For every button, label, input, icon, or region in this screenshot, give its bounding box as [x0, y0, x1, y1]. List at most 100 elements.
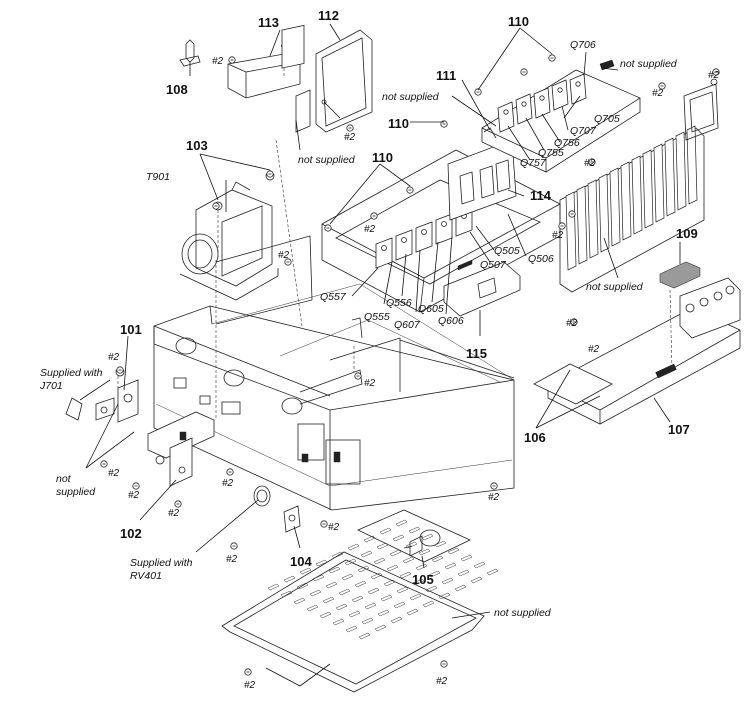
vent-slot — [434, 540, 447, 548]
label-113: 113 — [258, 15, 279, 30]
note-supplied-with-rv401-1: Supplied with — [130, 557, 193, 569]
screw-label: #2 — [436, 676, 448, 687]
label-111: 111 — [436, 68, 456, 83]
vent-slot — [345, 625, 358, 633]
heat-sink-fin — [675, 131, 687, 211]
heat-sink-fin — [620, 161, 632, 241]
vent-slot — [395, 519, 408, 527]
vent-slot — [341, 573, 354, 581]
screw-label: #2 — [108, 468, 120, 479]
label-q757: Q757 — [520, 157, 547, 169]
label-110-top: 110 — [508, 14, 529, 29]
note-supplied-with-j701-1: Supplied with — [40, 367, 103, 379]
heat-sink-fin — [686, 125, 698, 205]
note-supplied-with-rv401-2: RV401 — [130, 570, 162, 582]
vent-slot — [374, 624, 387, 632]
heat-sink-fin — [587, 179, 599, 259]
vent-slot — [409, 593, 422, 601]
label-q707: Q707 — [570, 125, 597, 137]
heat-sink-fin — [642, 149, 654, 229]
vent-slot — [431, 555, 444, 563]
vent-slot — [470, 576, 483, 584]
part-110-amp-board — [321, 139, 561, 317]
vent-slot — [364, 602, 377, 610]
vent-slot — [379, 527, 392, 535]
heat-sink-fin — [653, 143, 665, 223]
bottom-plate-outline — [221, 551, 485, 693]
vent-slot — [280, 590, 293, 598]
vent-slot — [380, 594, 393, 602]
label-q505: Q505 — [494, 245, 520, 257]
vent-slot — [351, 595, 364, 603]
vent-slot — [406, 608, 419, 616]
heat-sink-fin — [664, 137, 676, 217]
vent-slot — [347, 543, 360, 551]
vent-slot — [299, 567, 312, 575]
label-q557: Q557 — [320, 291, 347, 303]
label-103: 103 — [186, 138, 208, 153]
vent-slot — [363, 535, 376, 543]
screw-label: #2 — [584, 158, 596, 169]
screw-label: #2 — [328, 522, 340, 533]
screw-label: #2 — [588, 344, 600, 355]
label-q607: Q607 — [394, 319, 421, 331]
screw-label: #2 — [552, 230, 564, 241]
vent-slot — [392, 534, 405, 542]
label-110-low: 110 — [372, 150, 393, 165]
vent-slot — [399, 571, 412, 579]
vent-slot — [370, 572, 383, 580]
label-q755: Q755 — [538, 147, 564, 159]
screw-label: #2 — [364, 224, 376, 235]
part-101-bracket — [65, 367, 139, 423]
vent-slot — [486, 568, 499, 576]
vent-slot — [322, 596, 335, 604]
label-q706: Q706 — [570, 39, 596, 51]
vent-slot — [438, 592, 451, 600]
vent-slot — [405, 541, 418, 549]
heat-sink-fin — [598, 173, 610, 253]
note-not-supplied-heatsink: not supplied — [586, 281, 644, 293]
vent-slot — [328, 566, 341, 574]
note-not-left-1: not — [56, 473, 72, 485]
main-chassis — [153, 139, 515, 511]
label-q506: Q506 — [528, 253, 554, 265]
vent-slot — [444, 562, 457, 570]
part-102 — [147, 411, 215, 487]
label-114: 114 — [530, 188, 552, 203]
label-q756: Q756 — [554, 137, 580, 149]
vent-slot — [383, 579, 396, 587]
vent-slot — [306, 604, 319, 612]
vent-slot — [389, 549, 402, 557]
label-106: 106 — [524, 430, 546, 445]
vent-slot — [390, 616, 403, 624]
screw-label: #2 — [168, 508, 180, 519]
label-108: 108 — [166, 82, 188, 97]
heat-sink-base — [559, 127, 705, 293]
vent-slot — [267, 583, 280, 591]
vent-slot — [293, 597, 306, 605]
vent-slot — [315, 559, 328, 567]
vent-slot — [283, 575, 296, 583]
note-not-supplied-bottom: not supplied — [494, 607, 552, 619]
label-q507: Q507 — [480, 259, 507, 271]
screw-label: #2 — [566, 318, 578, 329]
vent-slot — [373, 557, 386, 565]
screw-icons — [100, 54, 720, 676]
label-q605: Q605 — [418, 303, 444, 315]
heat-sink-fin — [631, 155, 643, 235]
vent-slot — [441, 577, 454, 585]
vent-slot — [344, 558, 357, 566]
vent-slot — [360, 550, 373, 558]
vent-slot — [412, 578, 425, 586]
vent-slot — [376, 542, 389, 550]
vent-slot — [335, 603, 348, 611]
vent-slot — [396, 586, 409, 594]
part-107-board — [533, 277, 741, 425]
vent-slot — [415, 563, 428, 571]
vent-slot — [460, 554, 473, 562]
heat-sink-fin — [609, 167, 621, 247]
screw-label: #2 — [344, 132, 356, 143]
note-not-supplied-top-right: not supplied — [620, 58, 678, 70]
label-101: 101 — [120, 322, 142, 337]
